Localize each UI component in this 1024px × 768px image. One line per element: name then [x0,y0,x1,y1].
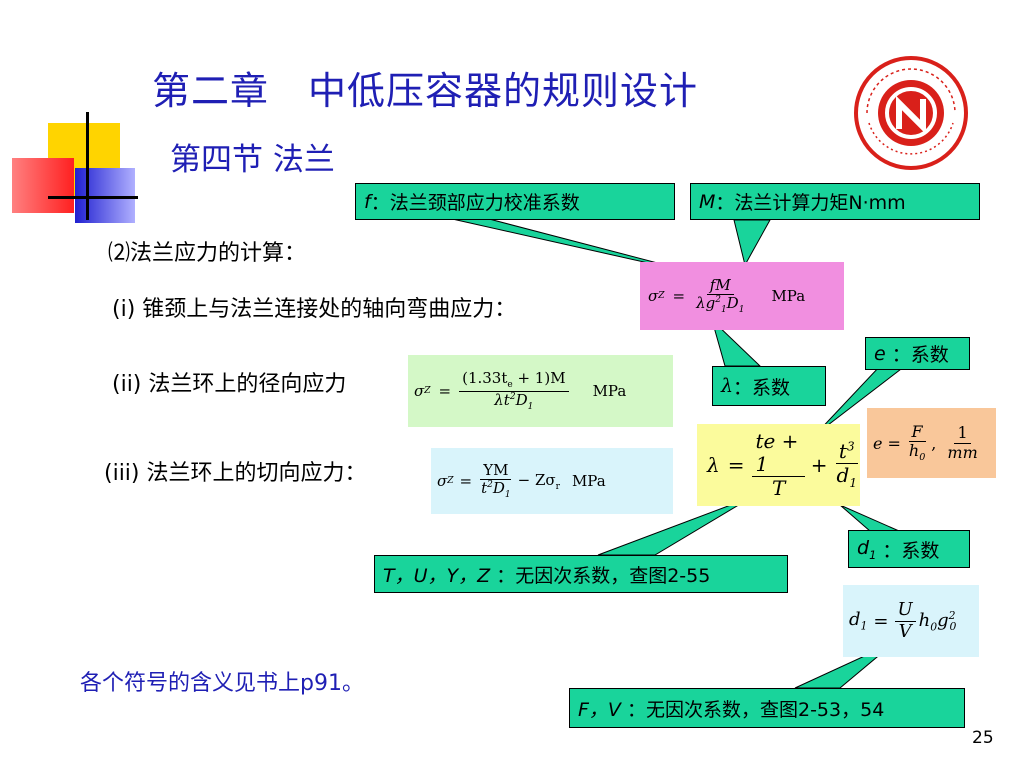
formula-e: e = F h0 , 1 mm [867,408,996,478]
callout-fv-definition: F，V ：无因次系数，查图2-53，54 [569,688,965,728]
definition-e: ：系数 [891,344,949,366]
item-i-axial-stress: (i) 锥颈上与法兰连接处的轴向弯曲应力： [112,297,517,322]
callout-m-definition: M ：法兰计算力矩N·mm [690,183,980,220]
section-title: 第四节 法兰 [170,142,335,178]
symbol-lambda: λ [721,375,734,397]
formula-lambda: λ = te + 1 T + t3 d1 [697,424,860,506]
callout-f-definition: f ：法兰颈部应力校准系数 [355,183,675,220]
definition-f: ：法兰颈部应力校准系数 [370,192,580,214]
callout-tuyz-definition: T，U，Y，Z ：无因次系数，查图2-55 [374,555,788,593]
page-title: 第二章 中低压容器的规则设计 [152,69,699,113]
unit-mpa: MPa [592,382,627,400]
definition-fv: ：无因次系数，查图2-53，54 [626,698,885,721]
item-iii-tangential-stress: (iii) 法兰环上的切向应力： [104,461,367,486]
university-logo [854,56,968,170]
definition-tuyz: ：无因次系数，查图2-55 [496,564,711,587]
item-2-stress-calculation: ⑵法兰应力的计算： [108,241,307,266]
deco-blue-square [75,168,135,223]
callout-e-definition: e ：系数 [865,337,970,370]
item-ii-radial-stress: (ii) 法兰环上的径向应力 [112,372,347,397]
definition-lambda: ：系数 [733,376,791,399]
symbol-tuyz: T，U，Y，Z [383,564,491,587]
symbol-f: f [364,190,371,213]
unit-mpa: MPa [571,472,606,490]
formula-d1: d1 = U V h0g20 [843,585,979,657]
callout-d1-definition: d1 ：系数 [848,530,970,568]
symbol-e: e [874,342,886,365]
symbol-fv: F，V [578,698,621,721]
deco-vertical-line [86,112,89,220]
deco-horizontal-line [48,196,138,199]
definition-d1: ：系数 [882,539,940,562]
symbol-m: M [699,190,716,213]
page-number: 25 [972,728,994,748]
definition-m: ：法兰计算力矩N·mm [715,192,906,214]
symbol-d1: d1 [857,536,877,562]
deco-red-square [12,158,74,213]
reference-note: 各个符号的含义见书上p91。 [80,671,364,696]
unit-mpa: MPa [771,287,806,305]
callout-lambda-definition: λ ：系数 [712,366,826,406]
